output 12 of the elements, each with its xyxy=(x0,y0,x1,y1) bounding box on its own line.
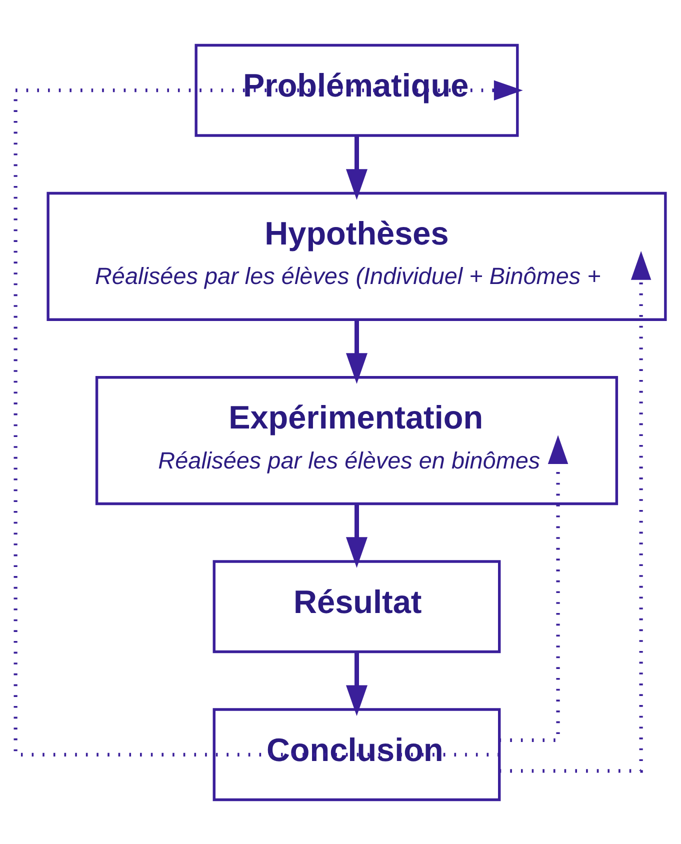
arrow xyxy=(346,135,368,200)
arrow xyxy=(499,434,568,742)
arrow xyxy=(346,503,368,568)
arrow xyxy=(499,250,652,772)
arrow xyxy=(346,651,368,716)
node-box: Hypothèses Réalisées par les élèves (Individuel + Binômes + xyxy=(46,191,667,320)
node-box: Problématique xyxy=(194,43,519,136)
node-box: Expérimentation Réalisées par les élèves en binômes xyxy=(95,376,618,505)
node-box: Conclusion xyxy=(212,708,501,801)
node-box: Résultat xyxy=(212,560,501,653)
arrow xyxy=(14,80,523,756)
arrow xyxy=(346,319,368,384)
